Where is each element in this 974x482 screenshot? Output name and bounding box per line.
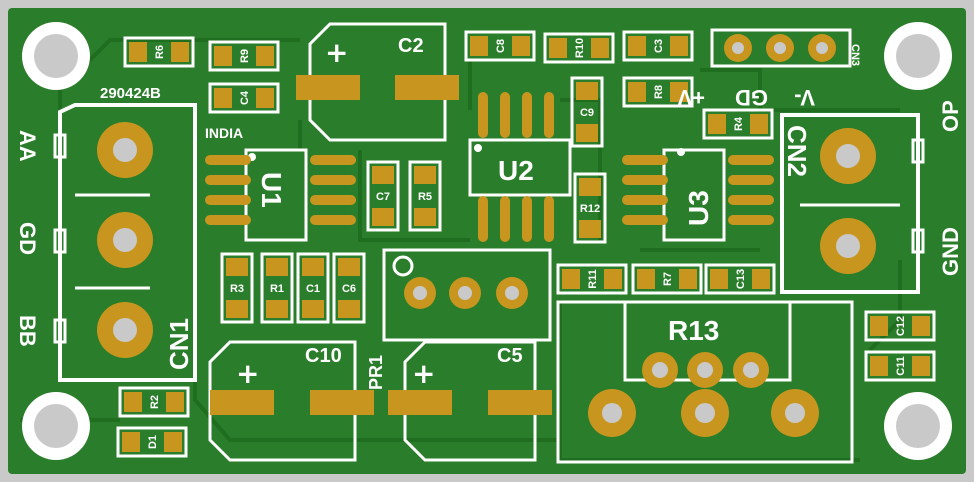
smd-label: R2 xyxy=(149,395,161,409)
smd-part-r8: R8 xyxy=(622,76,694,108)
smd-label: C13 xyxy=(735,269,747,289)
smd-label: C7 xyxy=(376,191,390,203)
smd-label: C12 xyxy=(895,316,907,336)
smd-label: R3 xyxy=(230,283,244,295)
smd-part-c6: C6 xyxy=(332,252,366,324)
smd-label: D1 xyxy=(147,435,159,449)
r13-label: R13 xyxy=(668,315,719,346)
cn3-connector xyxy=(710,28,852,68)
cn3-pin-vplus: +V xyxy=(677,85,705,110)
cn1-pin-bb: BB xyxy=(15,315,40,347)
country-label: INDIA xyxy=(205,125,243,141)
smd-label: R5 xyxy=(418,191,432,203)
u3-chip xyxy=(622,148,774,242)
smd-label: R1 xyxy=(270,283,284,295)
pr1-label: PR1 xyxy=(366,355,386,390)
cn2-pin-gnd: GND xyxy=(938,227,963,276)
c10-capacitor: + xyxy=(208,340,374,462)
u2-label: U2 xyxy=(498,155,534,186)
smd-label: C9 xyxy=(580,107,594,119)
smd-label: C8 xyxy=(495,39,507,53)
cn1-pin-aa: AA xyxy=(15,130,40,162)
svg-text:+: + xyxy=(236,357,259,390)
smd-part-c13: C13 xyxy=(704,263,776,295)
smd-label: C3 xyxy=(653,39,665,53)
r13-potentiometer xyxy=(556,300,854,464)
smd-label: R6 xyxy=(154,45,166,59)
cn1-connector xyxy=(53,103,197,382)
c5-capacitor: + xyxy=(388,340,552,462)
u1-chip xyxy=(205,148,356,242)
cn3-pin-vminus: V- xyxy=(794,85,815,110)
c10-label: C10 xyxy=(305,345,342,367)
cn2-label: CN2 xyxy=(782,125,812,177)
smd-label: R11 xyxy=(587,269,599,289)
smd-label: R8 xyxy=(653,85,665,99)
smd-part-r9: R9 xyxy=(208,40,280,72)
cn1-pin-gd: GD xyxy=(15,222,40,255)
cn3-pin-gd: GD xyxy=(735,85,768,110)
smd-part-c12: C12 xyxy=(864,310,936,342)
smd-part-c4: C4 xyxy=(208,82,280,114)
cn2-pin-op: OP xyxy=(938,100,963,132)
board-code: 290424B xyxy=(100,85,161,102)
smd-part-r12: R12 xyxy=(573,172,607,244)
smd-part-r4: R4 xyxy=(702,108,774,140)
pcb-board xyxy=(8,8,966,474)
smd-part-c9: C9 xyxy=(570,76,604,148)
smd-part-r7: R7 xyxy=(631,263,703,295)
svg-text:+: + xyxy=(325,36,348,69)
svg-text:+: + xyxy=(412,357,435,390)
smd-label: C11 xyxy=(895,356,907,376)
c5-label: C5 xyxy=(497,345,523,367)
c2-capacitor: + xyxy=(296,22,459,142)
smd-part-r5: R5 xyxy=(408,160,442,232)
smd-part-r11: R11 xyxy=(556,263,628,295)
smd-part-c1: C1 xyxy=(296,252,330,324)
pr1-trimmer xyxy=(382,248,552,342)
smd-part-r3: R3 xyxy=(220,252,254,324)
smd-label: C4 xyxy=(239,90,251,105)
smd-label: C6 xyxy=(342,283,356,295)
smd-part-r6: R6 xyxy=(123,36,195,68)
mounting-holes xyxy=(22,22,952,460)
smd-part-d1: D1 xyxy=(116,426,188,458)
cn1-label: CN1 xyxy=(164,318,194,370)
smd-label: C1 xyxy=(306,283,320,295)
smd-label: R4 xyxy=(733,116,745,131)
c2-label: C2 xyxy=(398,35,424,57)
smd-label: R12 xyxy=(580,203,600,215)
smd-label: R10 xyxy=(574,38,586,58)
smd-part-r2: R2 xyxy=(118,386,190,418)
smd-label: R9 xyxy=(239,49,251,63)
smd-part-r10: R10 xyxy=(543,32,615,64)
smd-part-c8: C8 xyxy=(464,30,536,62)
u2-chip xyxy=(468,92,572,242)
u3-label: U3 xyxy=(683,190,714,226)
smd-part-c11: C11 xyxy=(864,350,936,382)
u1-label: U1 xyxy=(256,172,287,208)
cn2-connector xyxy=(780,113,925,294)
labels: 290424B INDIA AA GD BB CN1 CN2 OP GND CN… xyxy=(15,35,963,390)
cn3-label: CN3 xyxy=(849,44,861,66)
smd-part-c3: C3 xyxy=(622,30,694,62)
smd-part-r1: R1 xyxy=(260,252,294,324)
smd-label: R7 xyxy=(662,272,674,286)
smd-part-c7: C7 xyxy=(366,160,400,232)
